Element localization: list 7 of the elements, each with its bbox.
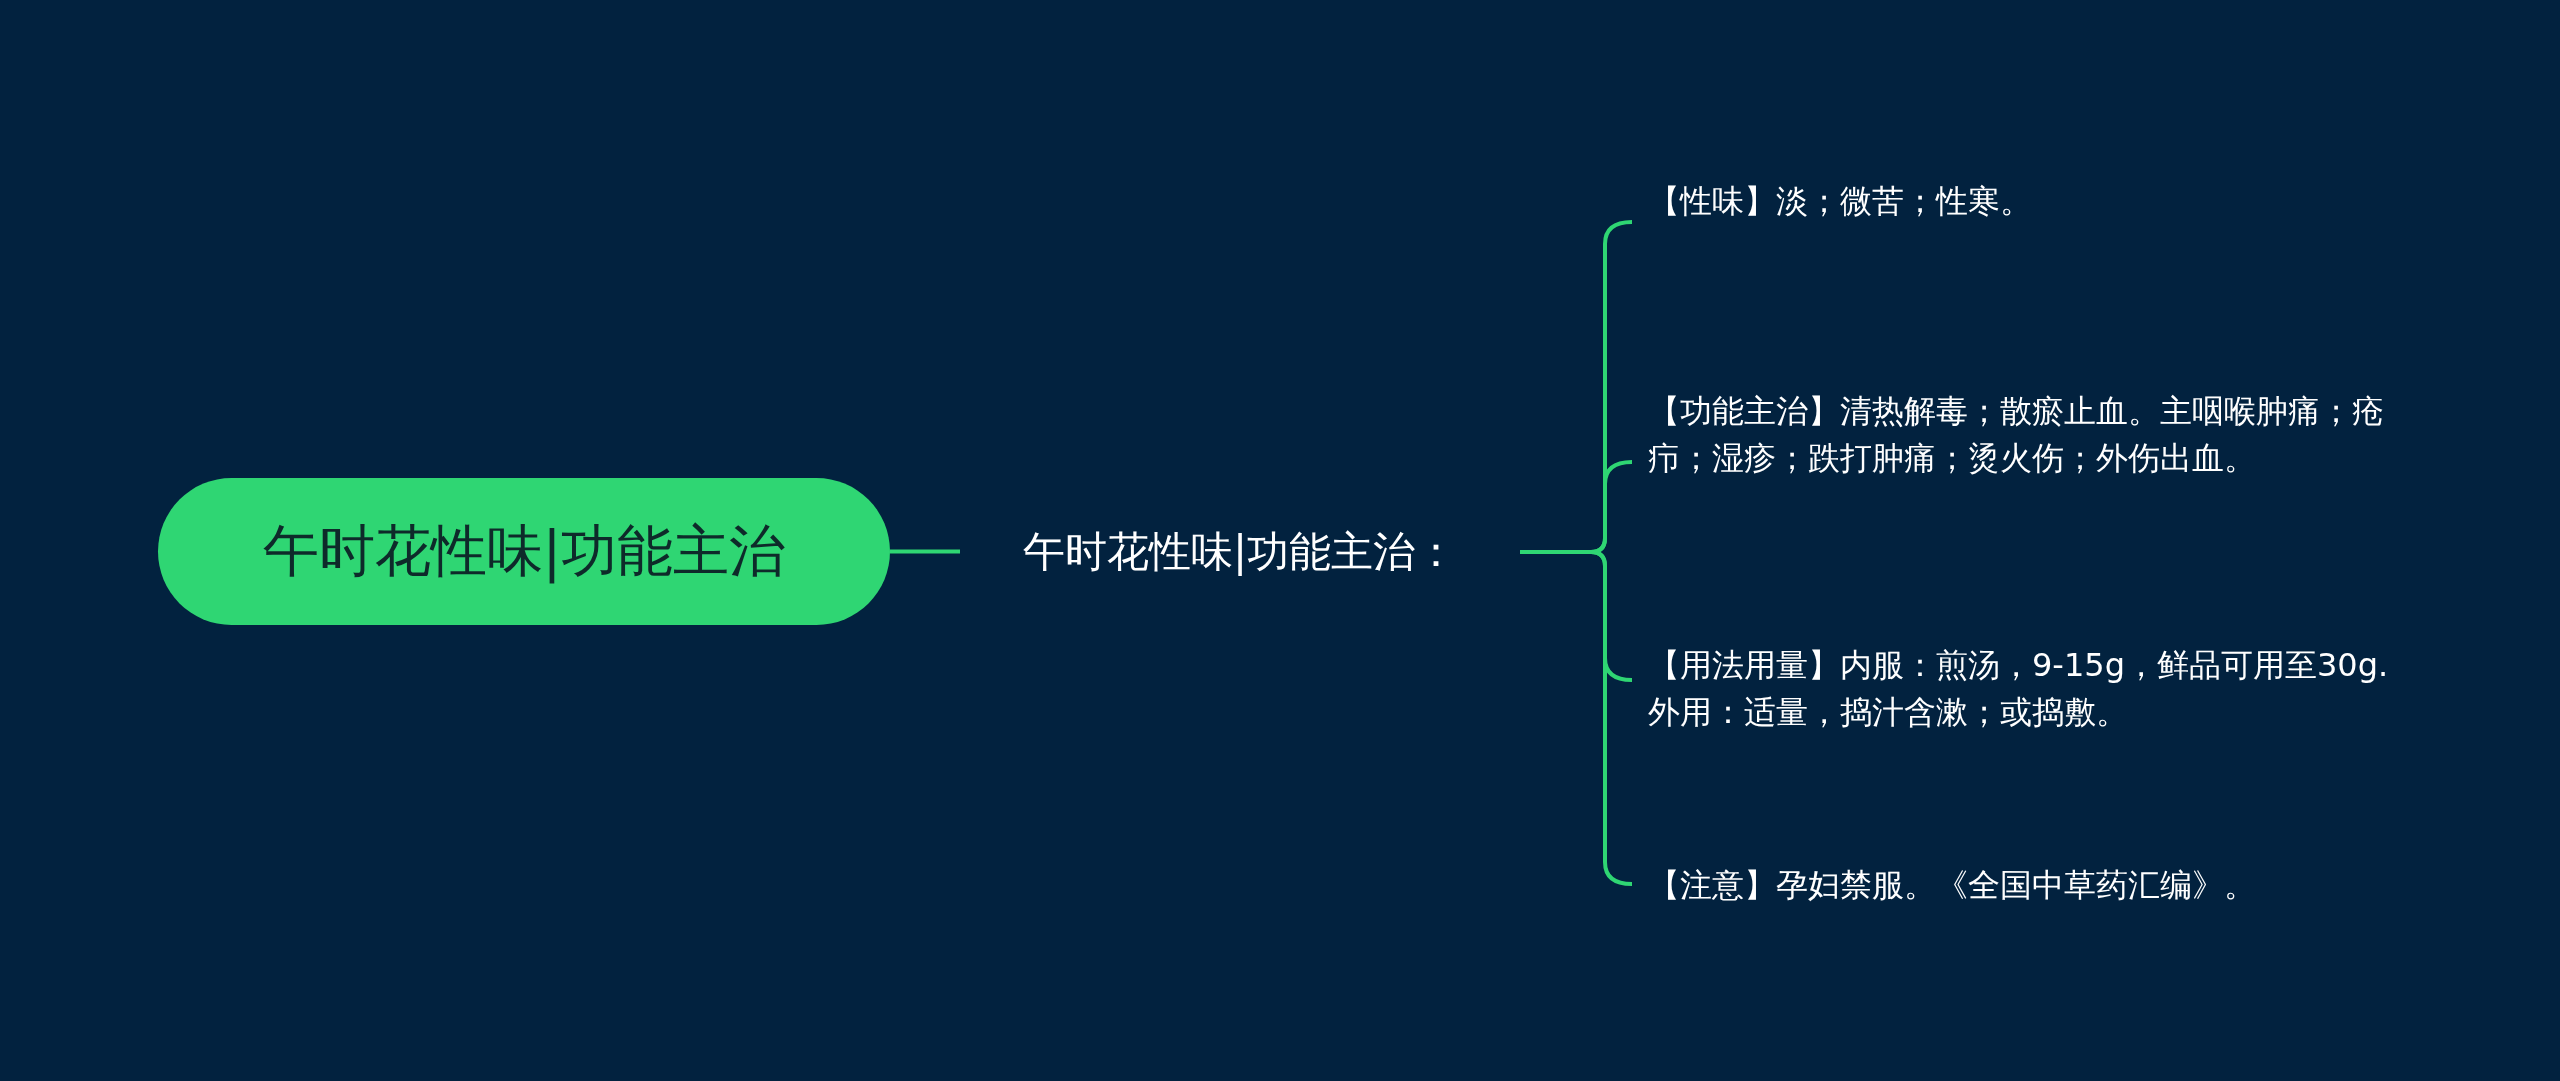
subtopic-text: 午时花性味|功能主治： <box>960 522 1520 582</box>
topic-pill: 午时花性味|功能主治 <box>158 478 890 625</box>
detail-text: 【用法用量】内服：煎汤，9-15g，鲜品可用至30g.外用：适量，捣汁含漱；或捣敷。 <box>1632 642 2392 736</box>
detail-text: 【功能主治】清热解毒；散瘀止血。主咽喉肿痛；疮疖；湿疹；跌打肿痛；烫火伤；外伤出血。 <box>1632 388 2392 482</box>
connector-line <box>890 549 960 554</box>
detail-text: 【注意】孕妇禁服。《全国中草药汇编》。 <box>1632 862 2392 909</box>
detail-text: 【性味】淡；微苦；性寒。 <box>1632 178 2392 225</box>
